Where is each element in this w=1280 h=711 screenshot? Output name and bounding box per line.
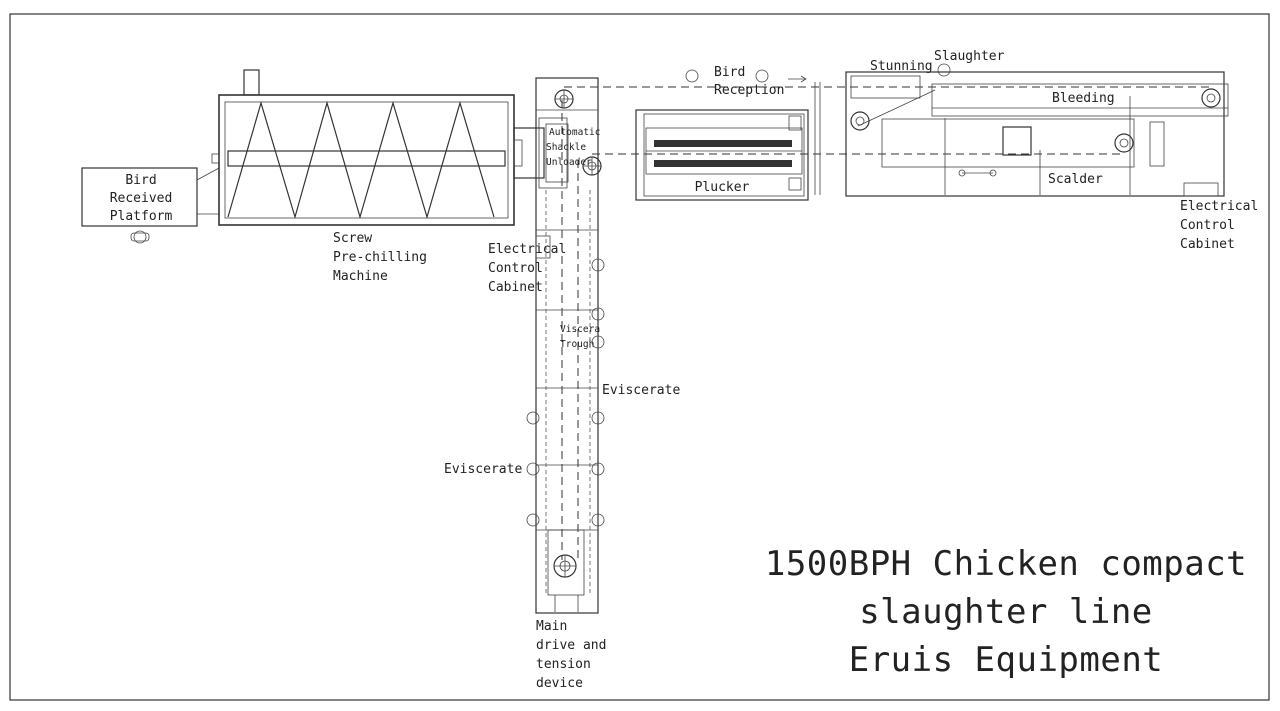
eviscerate-right-label: Eviscerate xyxy=(602,383,680,398)
electrical-cabinet-left xyxy=(535,235,551,259)
title-line3: Eruis Equipment xyxy=(849,640,1164,680)
plucker-label: Plucker xyxy=(695,180,750,195)
worker-icon xyxy=(591,335,605,349)
main-drive-line1: Main xyxy=(536,619,567,634)
worker-icon xyxy=(591,462,605,476)
bird-reception-line1: Bird xyxy=(714,65,745,80)
pump-icon xyxy=(958,169,997,177)
bird-reception-line2: Reception xyxy=(714,83,784,98)
worker-icon xyxy=(591,513,605,527)
drive-sprocket-icon xyxy=(553,554,577,578)
main-drive-line4: device xyxy=(536,676,583,691)
platform-label-line3: Platform xyxy=(110,209,173,224)
worker-icon xyxy=(937,63,951,77)
platform-label-line2: Received xyxy=(110,191,173,206)
worker-icon xyxy=(591,411,605,425)
screw-label-line3: Machine xyxy=(333,269,388,284)
sprocket-wheel-icon xyxy=(582,156,602,176)
main-drive-line3: tension xyxy=(536,657,591,672)
unloader-label-line3: Unloader xyxy=(546,157,592,168)
plucker-machine xyxy=(635,82,821,201)
unloader-label-line2: Shackle xyxy=(546,142,586,153)
unloader-label-line1: Automatic xyxy=(549,127,600,138)
viscera-label-line2: Trough xyxy=(560,339,594,350)
title-line1: 1500BPH Chicken compact xyxy=(765,544,1247,584)
worker-icon xyxy=(130,230,150,244)
cabinet-right-line2: Control xyxy=(1180,218,1235,233)
bird-received-platform: Bird Received Platform xyxy=(81,167,198,227)
worker-icon xyxy=(526,462,540,476)
bleeding-label: Bleeding xyxy=(1052,91,1115,106)
screw-prechilling-machine xyxy=(196,69,545,226)
worker-icon xyxy=(526,411,540,425)
cabinet-left-line3: Cabinet xyxy=(488,280,543,295)
stunning-label: Stunning xyxy=(870,59,933,74)
main-drive-line2: drive and xyxy=(536,638,606,653)
evisceration-conveyor xyxy=(535,77,599,614)
eviscerate-left-label: Eviscerate xyxy=(444,462,522,477)
cabinet-left-line1: Electrical xyxy=(488,242,566,257)
direction-arrow-icon xyxy=(788,75,807,83)
worker-icon xyxy=(755,69,769,83)
cabinet-right-line3: Cabinet xyxy=(1180,237,1235,252)
drawing-frame xyxy=(9,13,1270,701)
screw-label-line1: Screw xyxy=(333,231,372,246)
scalder-label: Scalder xyxy=(1048,172,1103,187)
sprocket-wheel-icon xyxy=(1201,88,1221,108)
worker-icon xyxy=(526,513,540,527)
screw-label-line2: Pre-chilling xyxy=(333,250,427,265)
worker-icon xyxy=(685,69,699,83)
plucker-discs-bottom xyxy=(654,160,792,167)
platform-label-line1: Bird xyxy=(125,173,156,188)
title-line2: slaughter line xyxy=(859,592,1153,632)
scalder-bleeding-section xyxy=(845,71,1229,197)
slaughter-label: Slaughter xyxy=(934,49,1005,64)
plucker-discs-top xyxy=(654,140,792,147)
worker-icon xyxy=(591,307,605,321)
shackle-unloader xyxy=(538,117,569,189)
cabinet-left-line2: Control xyxy=(488,261,543,276)
viscera-label-line1: Viscera xyxy=(560,324,600,335)
worker-icon xyxy=(591,258,605,272)
sprocket-wheel-icon xyxy=(554,89,574,109)
sprocket-wheel-icon xyxy=(850,111,870,131)
cabinet-right-line1: Electrical xyxy=(1180,199,1258,214)
sprocket-wheel-icon xyxy=(1114,133,1134,153)
